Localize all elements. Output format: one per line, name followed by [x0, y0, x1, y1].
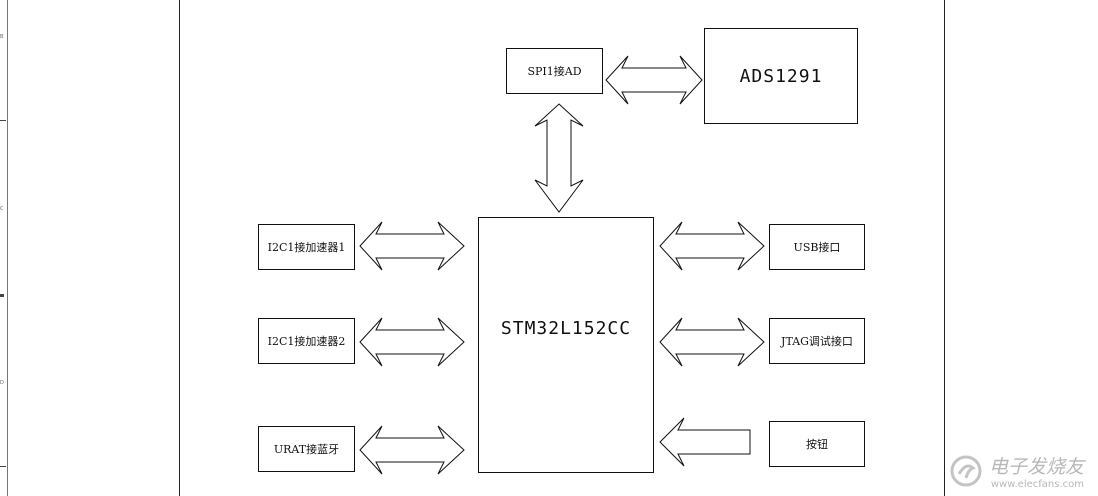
margin-mark: C — [0, 206, 4, 212]
double-arrow-spi-ads — [605, 55, 703, 105]
margin-tick — [0, 466, 6, 467]
i2c1-block: I2C1接加速器1 — [258, 224, 355, 270]
double-arrow-usb — [659, 221, 765, 271]
urat-block: URAT接蓝牙 — [258, 426, 355, 472]
sheet-edge-line — [7, 0, 8, 496]
usb-block: USB接口 — [769, 224, 865, 270]
button-block: 按钮 — [769, 421, 865, 467]
double-arrow-i2c1 — [359, 221, 465, 271]
double-arrow-i2c2 — [359, 317, 465, 367]
sheet-right-border — [944, 0, 945, 496]
spi-ad-block: SPI1接AD — [506, 48, 603, 94]
watermark: 电子发烧友 www.elecfans.com — [949, 452, 1084, 490]
mcu-block: STM32L152CC — [478, 217, 654, 473]
margin-tick — [0, 120, 6, 121]
elecfans-logo-icon — [950, 455, 982, 487]
i2c2-block: I2C1接加速器2 — [258, 318, 355, 364]
margin-tick — [0, 294, 4, 297]
margin-mark: D — [0, 380, 4, 386]
double-arrow-urat — [359, 425, 465, 475]
margin-mark: B — [0, 34, 4, 40]
sheet-left-border — [179, 0, 180, 496]
double-arrow-spi-mcu — [534, 103, 584, 213]
arrow-button-to-mcu — [659, 417, 751, 467]
watermark-en: www.elecfans.com — [990, 479, 1084, 490]
watermark-cn: 电子发烧友 — [988, 456, 1084, 478]
ads1291-block: ADS1291 — [704, 28, 858, 124]
jtag-block: JTAG调试接口 — [769, 318, 865, 364]
double-arrow-jtag — [659, 317, 765, 367]
